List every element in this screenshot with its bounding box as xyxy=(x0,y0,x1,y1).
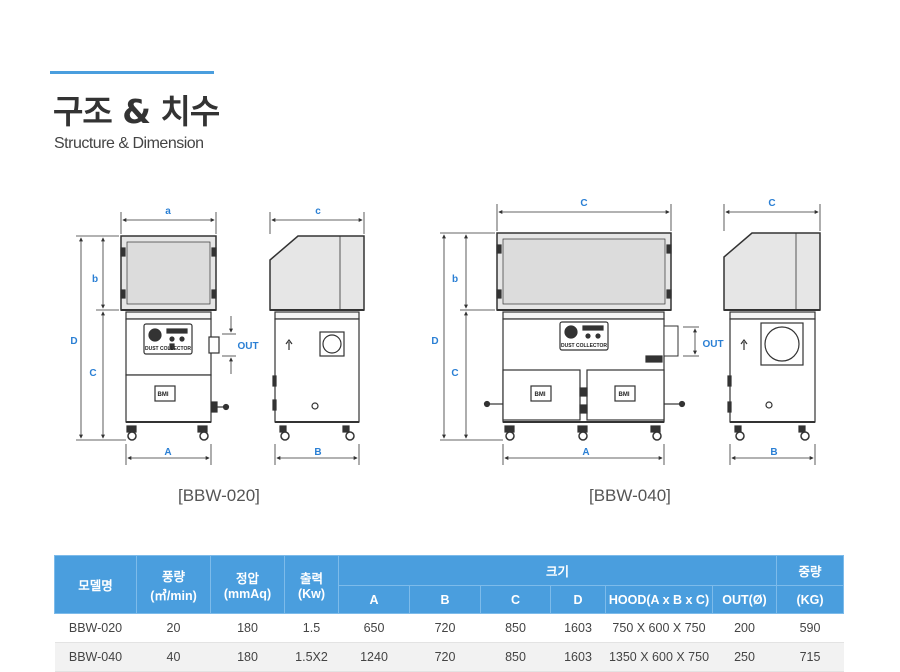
bbw040-caption: [BBW-040] xyxy=(589,486,671,505)
table-cell: 590 xyxy=(776,613,844,643)
bbw020-caption: [BBW-020] xyxy=(178,486,260,505)
bbw020-dim-a: a xyxy=(165,206,171,217)
bbw040-dim-A: A xyxy=(582,447,589,458)
bbw020-dim-C: C xyxy=(89,368,96,379)
bbw040-brand-2: BMI xyxy=(619,392,630,398)
table-cell: BBW-020 xyxy=(54,613,137,643)
bbw040-front-view xyxy=(483,232,686,441)
page-title: 구조 & 치수 xyxy=(53,92,220,131)
bbw040-dim-c-top: C xyxy=(580,198,587,209)
header-size-b: B xyxy=(409,585,481,614)
bbw040-panel-label: DUST COLLECTOR xyxy=(561,343,607,349)
bbw020-dim-c: c xyxy=(315,206,321,217)
header-size-a: A xyxy=(338,585,410,614)
header-pressure-label: 정압 xyxy=(235,572,259,586)
header-hood: HOOD(A x B x C) xyxy=(605,585,713,614)
header-size: 크기 xyxy=(337,555,778,586)
header-power: 출력(Kw) xyxy=(284,555,339,614)
header-pressure: 정압(mmAq) xyxy=(210,555,285,614)
table-cell: 250 xyxy=(712,642,777,672)
header-weight: 중량 xyxy=(776,555,845,586)
bbw040-side-dimensions xyxy=(723,204,821,465)
bbw020-front-dimensions xyxy=(76,212,236,465)
bbw040-dim-D: D xyxy=(431,336,438,347)
bbw020-dim-A: A xyxy=(164,447,171,458)
spec-table: 모델명 풍량(㎥/min) 정압(mmAq) 출력(Kw) 크기 중량 A B … xyxy=(54,555,845,672)
table-cell: 850 xyxy=(480,613,551,643)
bbw040-dim-b: b xyxy=(452,274,458,285)
table-cell: 715 xyxy=(776,642,844,672)
table-row: BBW-040 40 180 1.5X2 1240 720 850 1603 1… xyxy=(54,642,844,672)
accent-bar xyxy=(50,71,214,74)
header-pressure-unit: (mmAq) xyxy=(223,587,272,601)
bbw020-dim-b: b xyxy=(92,274,98,285)
bbw020-side-dimensions xyxy=(269,212,365,465)
bbw040-front-dimensions xyxy=(440,204,699,465)
header-power-label: 출력 xyxy=(299,572,323,586)
table-cell: BBW-040 xyxy=(54,642,137,672)
header-weight-unit: (KG) xyxy=(776,585,845,614)
bbw020-panel-label: DUST COLLECTOR xyxy=(145,346,191,352)
header-power-unit: (Kw) xyxy=(297,587,326,601)
page-subtitle: Structure & Dimension xyxy=(54,135,204,152)
table-cell: 1240 xyxy=(338,642,410,672)
header-out: OUT(Ø) xyxy=(711,585,778,614)
bbw040-dim-B: B xyxy=(770,447,777,458)
bbw040-side-view xyxy=(723,232,821,441)
bbw020-dim-D: D xyxy=(70,336,77,347)
header-airflow: 풍량 (㎥/min) xyxy=(136,555,211,614)
table-row: BBW-020 20 180 1.5 650 720 850 1603 750 … xyxy=(54,613,844,643)
bbw040-dim-C: C xyxy=(451,368,458,379)
header-airflow-unit: (㎥/min) xyxy=(150,588,197,603)
header-size-d: D xyxy=(550,585,606,614)
bbw020-brand: BMI xyxy=(158,392,169,398)
table-cell: 20 xyxy=(136,613,211,643)
bbw020-dim-out: OUT xyxy=(237,341,258,352)
table-cell: 180 xyxy=(210,613,285,643)
table-cell: 200 xyxy=(712,613,777,643)
bbw040-dim-c-side: C xyxy=(768,198,775,209)
table-cell: 1.5 xyxy=(284,613,339,643)
header-airflow-label: 풍량 xyxy=(161,569,185,584)
header-size-c: C xyxy=(480,585,551,614)
table-cell: 1603 xyxy=(550,613,606,643)
table-cell: 40 xyxy=(136,642,211,672)
table-cell: 1350 X 600 X 750 xyxy=(605,642,713,672)
bbw040-dim-out: OUT xyxy=(702,339,723,350)
header-model: 모델명 xyxy=(54,555,137,614)
table-cell: 1.5X2 xyxy=(284,642,339,672)
bbw040-brand-1: BMI xyxy=(535,392,546,398)
table-cell: 180 xyxy=(210,642,285,672)
table-cell: 650 xyxy=(338,613,410,643)
dimension-drawing: DUST COLLECTOR BMI a b C D A OUT xyxy=(70,198,821,465)
table-cell: 850 xyxy=(480,642,551,672)
bbw020-side-view xyxy=(269,235,365,441)
table-cell: 720 xyxy=(409,642,481,672)
table-cell: 750 X 600 X 750 xyxy=(605,613,713,643)
table-cell: 720 xyxy=(409,613,481,643)
bbw020-front-view xyxy=(120,235,230,441)
bbw020-dim-B: B xyxy=(314,447,321,458)
table-cell: 1603 xyxy=(550,642,606,672)
